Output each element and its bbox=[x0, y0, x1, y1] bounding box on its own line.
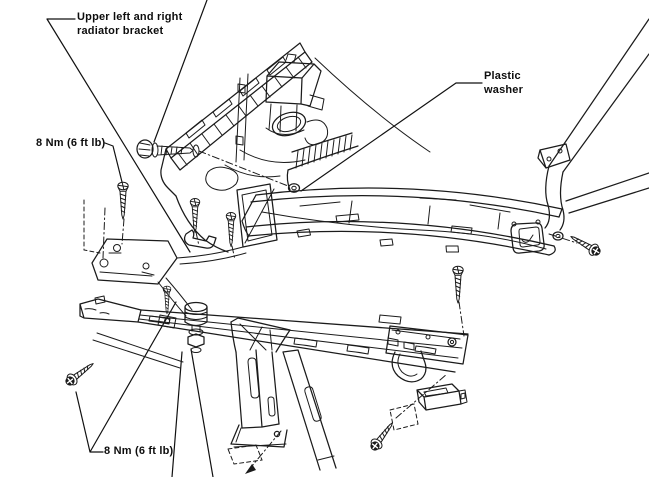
center-stay bbox=[227, 317, 291, 465]
callout-upper-radiator-bracket: Upper left and right radiator bracket bbox=[77, 10, 182, 38]
callout-plastic-washer: Plastic washer bbox=[484, 69, 523, 97]
mounting-screws bbox=[62, 139, 604, 454]
callout-line: 8 Nm (6 ft lb) bbox=[36, 137, 106, 149]
callout-line: Plastic bbox=[484, 70, 521, 82]
callout-torque-bottom: 8 Nm (6 ft lb) bbox=[104, 444, 173, 458]
screw-tie-bar-right bbox=[452, 265, 464, 304]
callout-line: Upper left and right bbox=[77, 11, 183, 23]
bolt-side-horizontal bbox=[136, 139, 200, 159]
screw-bracket-left bbox=[189, 198, 201, 233]
leader-lines bbox=[46, 0, 483, 477]
callout-line: 8 Nm (6 ft lb) bbox=[104, 445, 174, 457]
corner-bracket bbox=[537, 143, 571, 169]
assembly-centerlines bbox=[83, 150, 578, 474]
screw-bracket-right bbox=[225, 212, 237, 247]
callout-line: washer bbox=[484, 84, 524, 96]
hook-bracket bbox=[387, 337, 427, 383]
rear-stay bbox=[282, 349, 337, 471]
grille-upper-panel bbox=[241, 132, 563, 256]
stay-foot bbox=[227, 423, 288, 465]
slide-bracket bbox=[389, 383, 468, 431]
plastic-washer bbox=[287, 183, 301, 193]
screw-upper-left bbox=[117, 181, 129, 220]
grille-end-plate bbox=[510, 219, 545, 254]
screw-bottom-left bbox=[62, 358, 98, 390]
lower-tie-bar bbox=[79, 295, 469, 373]
callout-line: radiator bracket bbox=[77, 25, 164, 37]
screw-apron-right bbox=[567, 230, 604, 260]
fender-apron-rail bbox=[537, 18, 649, 241]
screw-bottom-right bbox=[366, 418, 398, 454]
upper-radiator-support-panel bbox=[91, 42, 431, 317]
callout-torque-top: 8 Nm (6 ft lb) bbox=[36, 136, 105, 150]
reservoir-bracket-box bbox=[265, 53, 325, 135]
rubber-mount bbox=[184, 301, 208, 353]
radiator-bracket-clamp bbox=[183, 229, 217, 249]
